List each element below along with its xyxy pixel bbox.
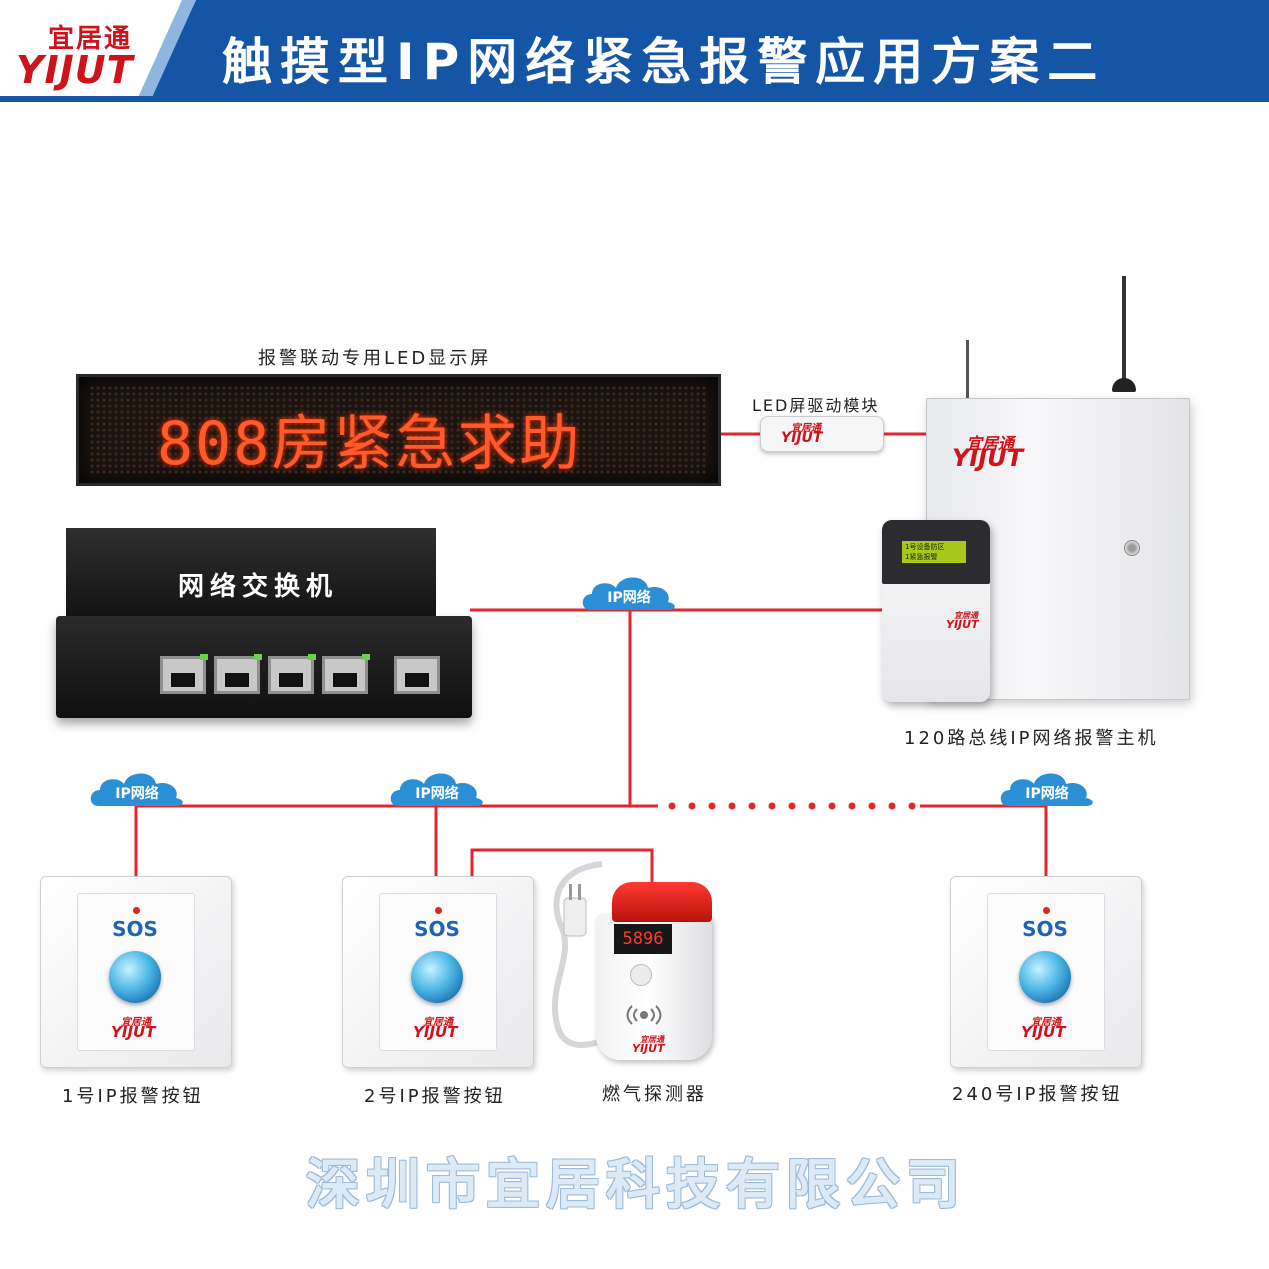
indicator-dot bbox=[435, 907, 442, 914]
alarm-host-caption: 120路总线IP网络报警主机 bbox=[904, 728, 1159, 749]
keypad-lcd: 1号设备防区 1紧急报警 bbox=[902, 541, 966, 563]
gas-logo-en: YIJUT bbox=[632, 1042, 665, 1055]
company-name: 深圳市宜居科技有限公司 bbox=[306, 1153, 966, 1216]
ip-network-cloud-1: IP网络 bbox=[580, 572, 678, 612]
cloud-label: IP网络 bbox=[115, 786, 159, 802]
cabinet-logo-cn: 宜居通 bbox=[966, 434, 1015, 453]
header: 宜居通 YIJUT 触摸型IP网络紧急报警应用方案二 bbox=[0, 0, 1269, 102]
led-driver-module: 宜居通 YIJUT bbox=[760, 416, 884, 452]
brand-logo-en: YIJUT bbox=[16, 48, 134, 92]
ip-network-cloud-2: IP网络 bbox=[88, 768, 186, 808]
antenna-base bbox=[1112, 378, 1136, 392]
gas-logo-cn: 宜居通 bbox=[640, 1035, 664, 1044]
ethernet-port-1 bbox=[160, 656, 206, 694]
driver-logo-en: YIJUT bbox=[781, 430, 823, 446]
ethernet-port-3 bbox=[268, 656, 314, 694]
sos-press-button bbox=[109, 951, 161, 1003]
plate-logo-en: YIJUT bbox=[413, 1023, 458, 1041]
device-caption-2: 2号IP报警按钮 bbox=[364, 1086, 506, 1107]
indicator-dot bbox=[1043, 907, 1050, 914]
plate-logo-cn: 宜居通 bbox=[121, 1017, 151, 1028]
sos-press-button bbox=[1019, 951, 1071, 1003]
ip-network-cloud-4: IP网络 bbox=[998, 768, 1096, 808]
sos-alarm-button-240: SOS 宜居通 YIJUT bbox=[950, 876, 1142, 1068]
plate-logo-en: YIJUT bbox=[111, 1023, 156, 1041]
lcd-line-2: 1紧急报警 bbox=[905, 553, 938, 561]
cloud-icon bbox=[582, 577, 675, 610]
sos-alarm-button-1: SOS 宜居通 YIJUT bbox=[40, 876, 232, 1068]
device-caption-1: 1号IP报警按钮 bbox=[62, 1086, 204, 1107]
port-led-icon bbox=[308, 654, 316, 660]
indicator-dot bbox=[133, 907, 140, 914]
driver-logo-cn: 宜居通 bbox=[791, 423, 821, 434]
led-driver-caption: LED屏驱动模块 bbox=[752, 396, 880, 415]
antenna-small bbox=[966, 340, 969, 400]
test-button bbox=[630, 964, 652, 986]
uplink-port bbox=[394, 656, 440, 694]
sensor-vent-icon bbox=[626, 1005, 662, 1025]
gas-detector-alarm-light bbox=[612, 882, 712, 922]
ethernet-port-4 bbox=[322, 656, 368, 694]
cloud-icon bbox=[90, 773, 183, 806]
cloud-icon bbox=[1000, 773, 1093, 806]
port-led-icon bbox=[362, 654, 370, 660]
cloud-label: IP网络 bbox=[1025, 786, 1069, 802]
brand-logo-cn: 宜居通 bbox=[48, 24, 133, 54]
keypad-logo-cn: 宜居通 bbox=[954, 611, 978, 620]
lock-icon bbox=[1124, 540, 1140, 556]
lcd-line-1: 1号设备防区 bbox=[905, 543, 945, 551]
sos-press-button bbox=[411, 951, 463, 1003]
sos-alarm-button-2: SOS 宜居通 YIJUT bbox=[342, 876, 534, 1068]
port-led-icon bbox=[254, 654, 262, 660]
sos-label: SOS bbox=[414, 917, 460, 941]
cloud-label: IP网络 bbox=[607, 590, 651, 606]
led-screen-caption: 报警联动专用LED显示屏 bbox=[258, 348, 492, 369]
device-caption-gas: 燃气探测器 bbox=[602, 1084, 707, 1105]
plate-logo-en: YIJUT bbox=[1021, 1023, 1066, 1041]
led-message: 808房紧急求助 bbox=[157, 409, 582, 479]
cabinet-logo-en: YIJUT bbox=[952, 444, 1024, 472]
switch-title: 网络交换机 bbox=[178, 572, 339, 602]
sos-label: SOS bbox=[1022, 917, 1068, 941]
led-display-screen: 808房紧急求助 bbox=[76, 374, 721, 486]
sos-label: SOS bbox=[112, 917, 158, 941]
ethernet-port-2 bbox=[214, 656, 260, 694]
antenna-gsm bbox=[1122, 276, 1126, 388]
header-band bbox=[0, 0, 1269, 102]
led-matrix bbox=[89, 385, 708, 475]
plate-logo-cn: 宜居通 bbox=[1031, 1017, 1061, 1028]
page-title: 触摸型IP网络紧急报警应用方案二 bbox=[222, 33, 1106, 91]
device-caption-240: 240号IP报警按钮 bbox=[952, 1084, 1123, 1105]
line-gas-link bbox=[470, 848, 654, 884]
power-plug-icon bbox=[551, 861, 603, 1048]
ip-network-cloud-3: IP网络 bbox=[388, 768, 486, 808]
cloud-icon bbox=[390, 773, 483, 806]
gas-detector-display: 5896 bbox=[614, 924, 672, 954]
network-switch-top bbox=[66, 528, 436, 616]
cloud-label: IP网络 bbox=[415, 786, 459, 802]
keypad-logo-en: YIJUT bbox=[946, 618, 979, 631]
plate-logo-cn: 宜居通 bbox=[423, 1017, 453, 1028]
port-led-icon bbox=[200, 654, 208, 660]
